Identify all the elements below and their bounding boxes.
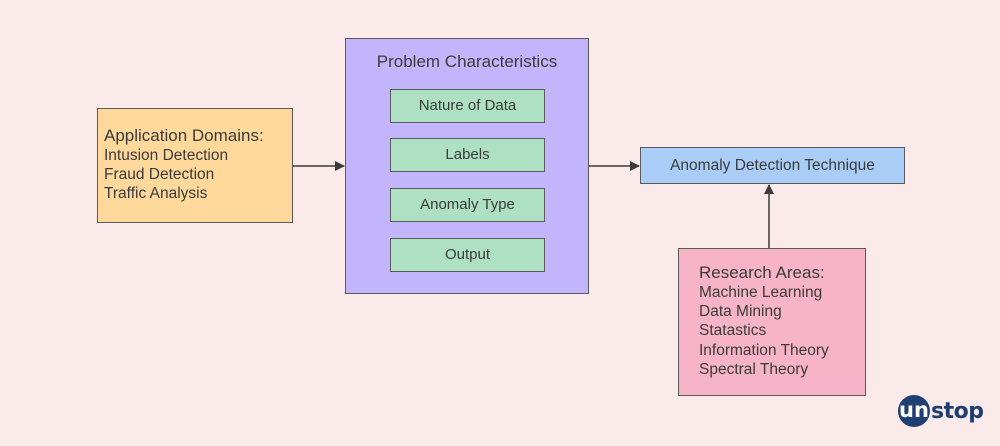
research-item: Statastics xyxy=(699,322,767,340)
research-areas-heading: Research Areas: xyxy=(699,263,825,282)
domain-item: Traffic Analysis xyxy=(104,185,208,202)
logo-mark: un xyxy=(898,395,930,427)
application-domains-box: Application Domains: Intusion Detection … xyxy=(97,108,293,223)
research-item: Spectral Theory xyxy=(699,360,809,378)
anomaly-detection-technique-box: Anomaly Detection Technique xyxy=(640,147,905,184)
application-domains-heading: Application Domains: xyxy=(104,126,264,145)
problem-characteristics-title: Problem Characteristics xyxy=(376,52,558,71)
characteristic-labels: Labels xyxy=(390,138,545,172)
problem-characteristics-box: Problem Characteristics Nature of Data L… xyxy=(345,38,589,294)
unstop-logo: un stop xyxy=(898,395,984,427)
research-item: Machine Learning xyxy=(699,284,823,301)
characteristic-output: Output xyxy=(390,238,545,272)
domain-item: Intusion Detection xyxy=(104,147,229,164)
research-item: Data Mining xyxy=(699,303,782,321)
characteristic-nature-of-data: Nature of Data xyxy=(390,89,545,123)
domain-item: Fraud Detection xyxy=(104,166,215,183)
characteristic-anomaly-type: Anomaly Type xyxy=(390,188,545,222)
research-item: Information Theory xyxy=(699,341,829,359)
logo-wordmark: stop xyxy=(931,398,984,424)
research-areas-box: Research Areas: Machine Learning Data Mi… xyxy=(678,248,866,396)
